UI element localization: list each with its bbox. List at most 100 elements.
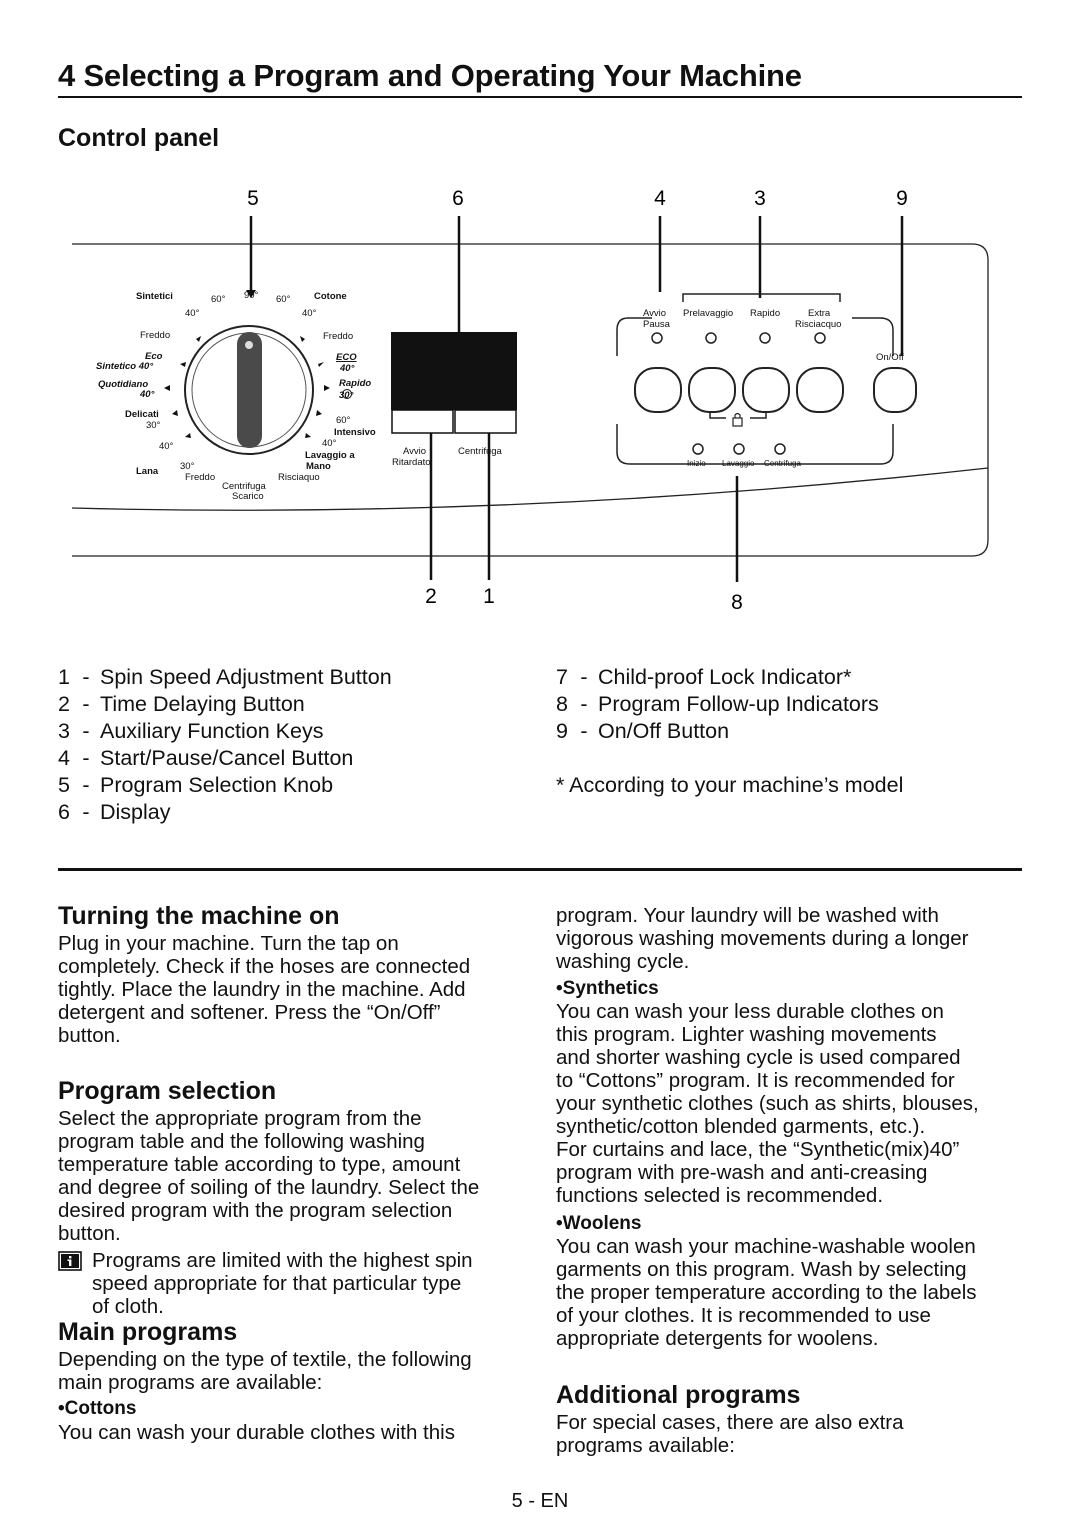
callout-6: 6 (452, 187, 464, 210)
callout-5: 5 (247, 187, 259, 210)
main-programs-heading: Main programs (58, 1318, 238, 1346)
callout-3: 3 (754, 187, 766, 210)
dial-labels: Sintetici Cotone 60° 90° 60° 40° 40° Fre… (96, 290, 376, 502)
legend-item: 8-Program Follow-up Indicators (556, 692, 879, 716)
auxiliary-button-1[interactable] (688, 367, 736, 413)
dial-60a: 60° (211, 294, 226, 305)
legend-item: 2-Time Delaying Button (58, 692, 305, 716)
function-panel (616, 293, 894, 465)
callout-1: 1 (483, 585, 495, 608)
dial-cotone: Cotone (314, 291, 347, 302)
woolens-heading: •Woolens (556, 1213, 642, 1234)
info-icon (58, 1251, 82, 1271)
dial-lana-30: 30° (180, 461, 195, 472)
dial-quotidiano-40: 40° (139, 389, 155, 400)
dial-freddo-right: Freddo (323, 331, 353, 342)
label-avvio-ritardato-2: Ritardato (392, 457, 431, 468)
on-off-button[interactable] (873, 367, 917, 413)
callout-9: 9 (896, 187, 908, 210)
dial-lavaggio-a: Lavaggio a (305, 450, 355, 461)
dial-lana: Lana (136, 466, 159, 477)
dial-eco-right-40: 40° (339, 363, 355, 374)
dial-freddo-bottom: Freddo (185, 472, 215, 483)
dial-sintetico-40: Sintetico 40° (96, 361, 153, 372)
label-avvio: Avvio (643, 308, 666, 319)
dial-ticks (164, 336, 330, 438)
knob-pointer-icon (246, 290, 256, 298)
function-leds (651, 332, 826, 344)
dial-mano: Mano (306, 461, 331, 472)
synthetics-text: You can wash your less durable clothes o… (556, 1000, 979, 1207)
panel-outline (71, 243, 989, 557)
dial-eco-left: Eco (145, 351, 163, 362)
page-title: 4 Selecting a Program and Operating Your… (58, 58, 802, 93)
cottons-text: You can wash your durable clothes with t… (58, 1421, 455, 1444)
label-inizio: Inizio (687, 459, 706, 468)
program-selection-knob[interactable] (184, 325, 314, 455)
main-programs-text: Depending on the type of textile, the fo… (58, 1348, 472, 1394)
dial-60b: 60° (276, 294, 291, 305)
time-delay-button[interactable] (391, 409, 454, 434)
dial-freddo-left: Freddo (140, 330, 170, 341)
dial-risciaquo: Risciaquo (278, 472, 320, 483)
control-panel-diagram: 5 6 4 3 9 2 1 8 Sintetici Cot (71, 187, 989, 614)
label-lavaggio: Lavaggio (722, 459, 755, 468)
woolens-text: You can wash your machine-washable woole… (556, 1235, 977, 1350)
label-risciacquo: Risciacquo (795, 319, 841, 330)
dial-sintetici: Sintetici (136, 291, 173, 302)
dial-40c: 40° (159, 441, 174, 452)
section-rule (58, 868, 1022, 871)
callout-2: 2 (425, 585, 437, 608)
spin-speed-button[interactable] (454, 409, 517, 434)
legend-item: 6-Display (58, 800, 171, 824)
legend-item: 4-Start/Pause/Cancel Button (58, 746, 354, 770)
legend-right: 7-Child-proof Lock Indicator* 8-Program … (556, 664, 903, 799)
dial-rapido-30: 30° (339, 390, 354, 401)
label-avvio-ritardato-1: Avvio (403, 446, 426, 457)
callout-8: 8 (731, 591, 743, 614)
title-rule (58, 96, 1022, 98)
legend-left: 1-Spin Speed Adjustment Button 2-Time De… (58, 664, 392, 826)
dial-quotidiano: Quotidiano (98, 379, 148, 390)
additional-programs-text: For special cases, there are also extra … (556, 1411, 904, 1457)
label-centrifuga: Centrifuga (458, 446, 503, 457)
program-selection-text: Select the appropriate program from the … (58, 1107, 480, 1245)
label-centrifuga-right: Centrifuga (764, 459, 801, 468)
page-number: 5 - EN (511, 1490, 569, 1512)
legend-item: 3-Auxiliary Function Keys (58, 719, 324, 743)
turning-on-heading: Turning the machine on (58, 902, 340, 930)
program-selection-note: Programs are limited with the highest sp… (58, 1249, 528, 1318)
cottons-text-continued: program. Your laundry will be washed wit… (556, 904, 969, 973)
legend-item: 7-Child-proof Lock Indicator* (556, 665, 852, 689)
auxiliary-button-2[interactable] (742, 367, 790, 413)
legend-item: 1-Spin Speed Adjustment Button (58, 665, 392, 689)
control-panel-heading: Control panel (58, 124, 220, 152)
synthetics-heading: •Synthetics (556, 978, 659, 999)
label-onoff: On/Off (876, 352, 904, 363)
additional-programs-heading: Additional programs (556, 1381, 801, 1409)
dial-centrifuga: Centrifuga (222, 481, 267, 492)
dial-delicati: Delicati (125, 409, 159, 420)
clock-icon (342, 389, 352, 399)
dial-40d: 40° (322, 438, 337, 449)
dial-90: 90° (244, 290, 259, 301)
legend-note: * According to your machine’s model (556, 773, 904, 797)
dial-40a: 40° (185, 308, 200, 319)
dial-40b: 40° (302, 308, 317, 319)
dial-intensivo: Intensivo (334, 427, 376, 438)
legend-item: 5-Program Selection Knob (58, 773, 334, 797)
label-rapido: Rapido (750, 308, 780, 319)
program-selection-heading: Program selection (58, 1077, 277, 1105)
dial-intensivo-60: 60° (336, 415, 351, 426)
display (391, 332, 517, 410)
dial-eco-right: ECO (336, 352, 357, 363)
leader-lines (249, 216, 904, 582)
auxiliary-button-3[interactable] (796, 367, 844, 413)
label-extra: Extra (808, 308, 831, 319)
child-lock-icon (732, 412, 743, 427)
cottons-heading: •Cottons (58, 1398, 137, 1419)
legend-item: 9-On/Off Button (556, 719, 730, 743)
dial-scarico: Scarico (232, 491, 264, 502)
start-pause-button[interactable] (634, 367, 682, 413)
callout-4: 4 (654, 187, 666, 210)
